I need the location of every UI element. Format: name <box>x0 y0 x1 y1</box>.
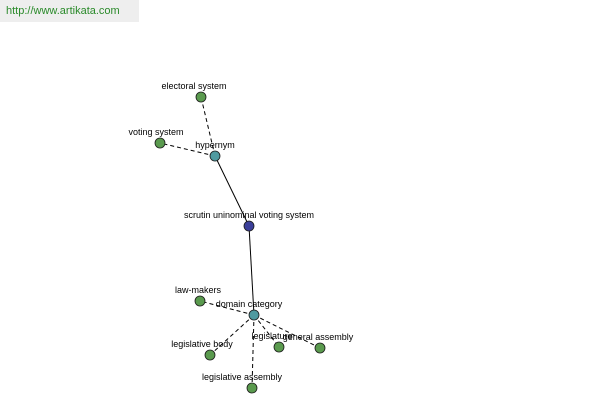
edge-domain-category-legislative-assembly <box>251 314 255 389</box>
label-legislature[interactable]: legislature <box>251 331 292 341</box>
node-law-makers[interactable] <box>194 295 206 307</box>
edge-domain-category-general-assembly <box>253 314 321 349</box>
edge-root-domain-category <box>248 225 255 316</box>
node-general-assembly[interactable] <box>314 342 326 354</box>
graph-nodes <box>154 91 326 394</box>
node-voting-system[interactable] <box>154 137 166 149</box>
node-root[interactable] <box>243 220 255 232</box>
label-electoral-system[interactable]: electoral system <box>161 81 226 91</box>
node-electoral-system[interactable] <box>195 91 207 103</box>
node-hypernym[interactable] <box>209 150 221 162</box>
label-legislative-assembly[interactable]: legislative assembly <box>202 372 283 382</box>
edge-domain-category-law-makers <box>199 300 255 316</box>
label-root[interactable]: scrutin uninominal voting system <box>184 210 314 220</box>
edge-hypernym-electoral-system <box>200 96 216 157</box>
label-general-assembly[interactable]: general assembly <box>283 332 354 342</box>
edge-domain-category-legislative-body <box>209 314 255 356</box>
node-domain-category[interactable] <box>248 309 260 321</box>
label-voting-system[interactable]: voting system <box>128 127 183 137</box>
node-legislative-body[interactable] <box>204 349 216 361</box>
label-law-makers[interactable]: law-makers <box>175 285 222 295</box>
edge-hypernym-voting-system <box>159 142 216 157</box>
label-domain-category[interactable]: domain category <box>216 299 283 309</box>
label-legislative-body[interactable]: legislative body <box>171 339 233 349</box>
label-hypernym[interactable]: hypernym <box>195 140 235 150</box>
graph-labels: scrutin uninominal voting system hypernym… <box>128 81 353 382</box>
node-legislative-assembly[interactable] <box>246 382 258 394</box>
node-legislature[interactable] <box>273 341 285 353</box>
site-url-link[interactable]: http://www.artikata.com <box>0 0 139 22</box>
edge-root-hypernym <box>214 155 250 227</box>
graph-edges <box>159 96 321 389</box>
